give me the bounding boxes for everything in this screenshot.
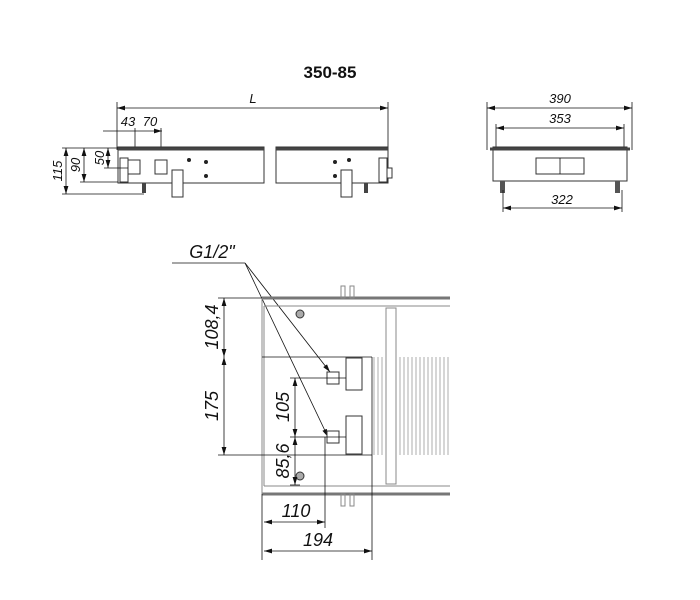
plan-view: G1/2" (172, 242, 450, 560)
dim-115: 115 (50, 160, 65, 181)
dim-85-6: 85,6 (273, 443, 293, 479)
thread-label: G1/2" (189, 242, 236, 262)
dim-70: 70 (143, 114, 158, 129)
drawing-title: 350-85 (304, 63, 357, 82)
dim-390: 390 (549, 91, 571, 106)
dim-50: 50 (92, 150, 107, 165)
dim-90: 90 (68, 157, 83, 172)
front-view: L 43 70 115 90 50 (50, 91, 393, 198)
dim-194: 194 (303, 530, 333, 550)
dim-108-4: 108,4 (202, 304, 222, 349)
dim-43: 43 (121, 114, 136, 129)
dim-105: 105 (273, 391, 293, 422)
dim-175: 175 (202, 390, 222, 421)
dim-110: 110 (282, 501, 311, 521)
side-view: 390 353 322 (486, 91, 633, 212)
dim-322: 322 (551, 192, 573, 207)
length-label: L (249, 91, 256, 106)
dim-353: 353 (549, 111, 571, 126)
